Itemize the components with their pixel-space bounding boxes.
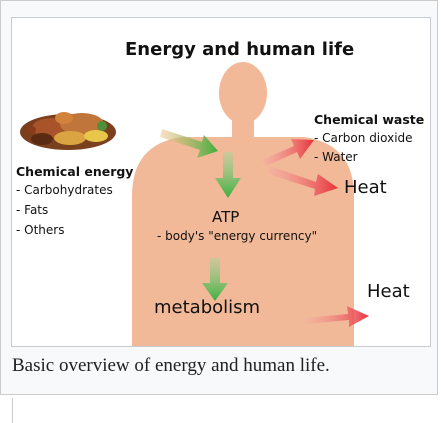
- chemical-waste-heading: Chemical waste: [314, 112, 424, 127]
- food-pile-image: [20, 112, 116, 150]
- figure-caption: Basic overview of energy and human life.: [12, 353, 422, 379]
- diagram-image[interactable]: Energy and human life Chemical energy - …: [11, 17, 431, 347]
- heat-label-upper: Heat: [344, 177, 387, 198]
- diagram-svg: Energy and human life Chemical energy - …: [12, 18, 430, 346]
- chemical-waste-item: - Carbon dioxide: [314, 131, 413, 145]
- figure-frame: Energy and human life Chemical energy - …: [0, 0, 438, 395]
- chemical-energy-item: - Carbohydrates: [16, 183, 113, 197]
- chemical-waste-item: - Water: [314, 150, 358, 164]
- chemical-energy-item: - Fats: [16, 203, 48, 217]
- divider: [12, 398, 13, 423]
- diagram-title: Energy and human life: [125, 39, 354, 60]
- atp-sublabel: - body's "energy currency": [157, 229, 317, 243]
- heat-label-lower: Heat: [367, 281, 410, 302]
- chemical-energy-heading: Chemical energy: [16, 164, 133, 179]
- chemical-energy-item: - Others: [16, 223, 64, 237]
- metabolism-label: metabolism: [154, 297, 260, 318]
- atp-label: ATP: [212, 208, 239, 226]
